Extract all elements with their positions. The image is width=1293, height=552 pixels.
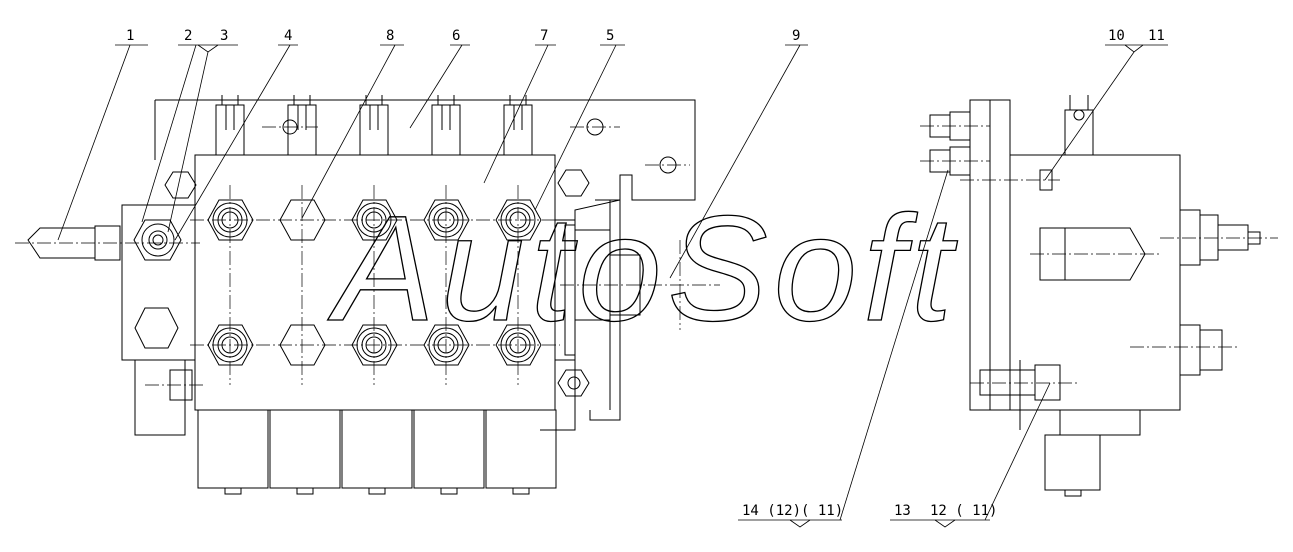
hex-bolt — [557, 369, 590, 397]
callout-9: 9 — [792, 28, 800, 44]
callout-2: 2 — [184, 28, 192, 44]
callout-3: 3 — [220, 28, 228, 44]
callout-7: 7 — [540, 28, 548, 44]
callout-10: 10 — [1108, 28, 1125, 44]
callout-14: 14 (12)( 11) — [742, 503, 843, 519]
spool-caps — [197, 409, 557, 495]
callout-1: 1 — [126, 28, 134, 44]
callout-11: 11 — [1148, 28, 1165, 44]
callout-8: 8 — [386, 28, 394, 44]
callout-13: 13 — [894, 503, 911, 519]
front-view — [15, 95, 720, 495]
outlet-block — [554, 219, 720, 361]
hex-bolt — [557, 169, 590, 197]
callout-5: 5 — [606, 28, 614, 44]
watermark: AutoSoft — [327, 184, 958, 352]
leader-lines — [57, 44, 1168, 528]
inlet-block — [121, 204, 195, 361]
spool-levers — [215, 95, 533, 156]
callout-labels: 1 2 3 4 8 6 7 5 9 10 11 14 (12)( 11) 13 … — [126, 28, 1165, 519]
callout-4: 4 — [284, 28, 292, 44]
callout-12: 12 ( 11) — [930, 503, 997, 519]
inlet-fitting — [15, 219, 200, 261]
hex-bolt — [164, 171, 197, 199]
callout-6: 6 — [452, 28, 460, 44]
side-view — [920, 95, 1278, 497]
hex-plug — [134, 307, 179, 349]
